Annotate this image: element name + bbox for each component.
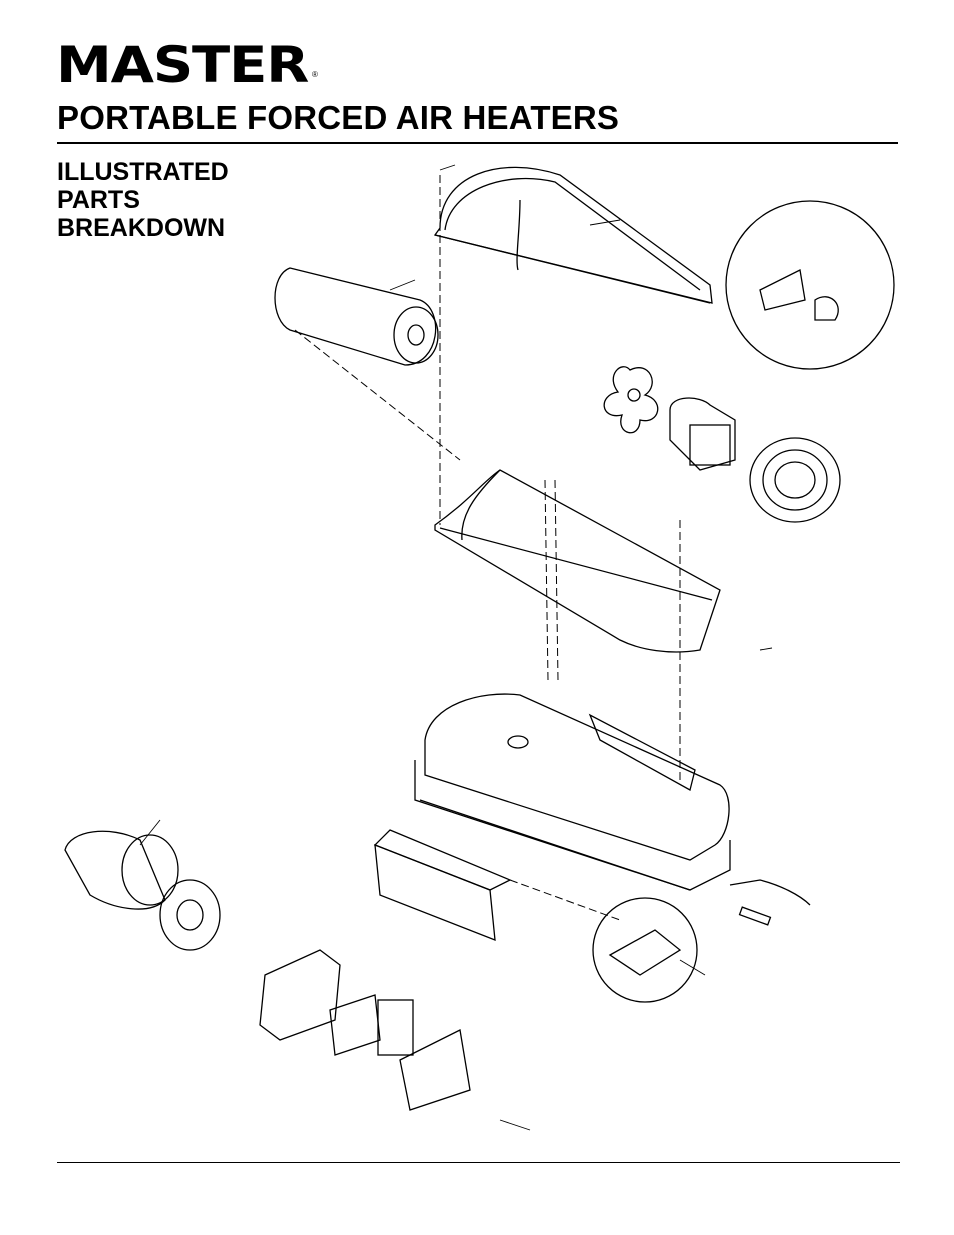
master-logo: MASTER [56,40,326,90]
page-title: PORTABLE FORCED AIR HEATERS [57,99,620,136]
fan-assembly [603,366,736,471]
upper-shell [433,166,713,304]
fuel-tank [414,693,731,891]
header-rule [57,142,898,144]
inset-detail-bottom [592,897,698,1003]
logo-text: MASTER [56,36,309,94]
lower-shell [434,469,721,653]
footer-rule [57,1162,900,1163]
registered-mark: ® [312,70,318,79]
section-heading-line-2: PARTS [57,186,140,214]
pump-motor [64,830,221,951]
power-cord [729,879,811,926]
combustion-chamber [274,267,439,366]
alignment-lines [294,175,681,921]
pump-parts [259,949,471,1111]
section-heading-line-1: ILLUSTRATED [57,158,229,186]
leader-lines [139,164,773,1131]
section-heading: ILLUSTRATED PARTS BREAKDOWN [57,158,229,242]
section-heading-line-3: BREAKDOWN [57,214,226,242]
bracket-plate [373,829,512,941]
inset-detail-top [725,200,895,370]
fan-guard [749,437,841,523]
